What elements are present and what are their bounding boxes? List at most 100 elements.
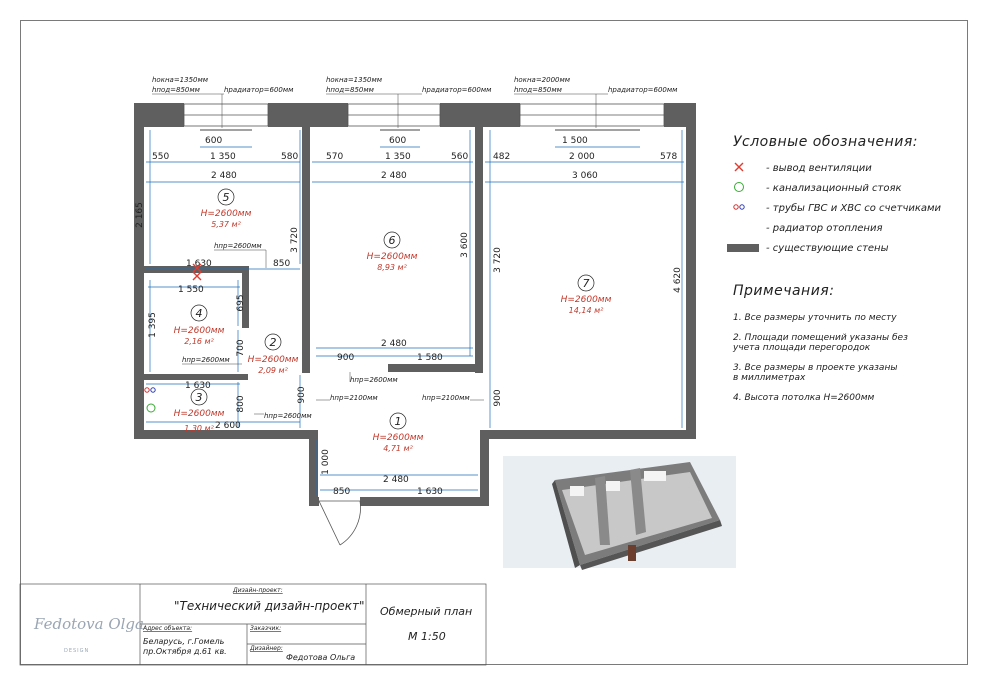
logo: Fedotova Olga DESIGN [33,615,144,654]
svg-text:пр.Октября д.61 кв.: пр.Октября д.61 кв. [143,647,227,656]
svg-text:hпр=2600мм: hпр=2600мм [182,356,230,364]
svg-text:Федотова Ольга: Федотова Ольга [286,653,355,662]
svg-text:580: 580 [281,152,298,162]
svg-text:hпр=2600мм: hпр=2600мм [264,412,312,420]
svg-text:6: 6 [389,234,396,247]
svg-text:М 1:50: М 1:50 [408,630,446,643]
svg-text:1 500: 1 500 [562,136,588,146]
svg-text:hокна=1350мм: hокна=1350мм [326,76,383,84]
drawing-sheet [20,20,968,665]
svg-text:- канализационный стояк: - канализационный стояк [766,183,902,194]
svg-text:578: 578 [660,152,677,162]
svg-text:"Технический дизайн-проект": "Технический дизайн-проект" [174,599,364,613]
dimension-values: 600 550 1 350 580 2 480 2 165 3 720 1 63… [135,136,683,497]
svg-text:2. Площади помещений указаны б: 2. Площади помещений указаны без [733,333,908,343]
svg-text:900: 900 [493,389,503,406]
room-label-3: 3 H=2600мм 1,30 м² [174,388,225,433]
pipes-icon [733,204,745,210]
svg-text:H=2600мм: H=2600мм [367,252,418,262]
svg-text:560: 560 [451,152,468,162]
wall-icon [727,244,759,252]
notes: Примечания: 1. Все размеры уточнить по м… [732,283,908,403]
svg-text:2 165: 2 165 [135,202,145,228]
svg-text:hрадиатор=600мм: hрадиатор=600мм [608,86,678,94]
svg-text:hрадиатор=600мм: hрадиатор=600мм [224,86,294,94]
svg-text:H=2600мм: H=2600мм [201,209,252,219]
room-label-7: 7 H=2600мм 14,14 м² [561,274,612,315]
svg-text:- радиатор отопления: - радиатор отопления [766,223,882,234]
svg-text:600: 600 [389,136,406,146]
svg-text:2: 2 [270,336,277,349]
svg-text:3 720: 3 720 [493,247,503,273]
svg-text:1 350: 1 350 [385,152,411,162]
existing-walls [134,103,696,506]
legend: Условные обозначения: - вывод вентиляции… [727,134,942,254]
title-block [19,583,487,666]
svg-text:4,71 м²: 4,71 м² [383,444,413,453]
svg-text:Условные обозначения:: Условные обозначения: [733,134,918,150]
room-label-1: 1 H=2600мм 4,71 м² [373,412,424,453]
circle-icon [734,182,744,192]
svg-text:2 600: 2 600 [215,421,241,431]
svg-text:1 550: 1 550 [178,285,204,295]
svg-text:2 480: 2 480 [383,475,409,485]
svg-text:учета площади перегородок: учета площади перегородок [732,343,871,353]
svg-text:hпр=2600мм: hпр=2600мм [214,242,262,250]
svg-text:1 395: 1 395 [148,312,158,338]
svg-text:в миллиметрах: в миллиметрах [733,373,806,383]
svg-text:- трубы ГВС и ХВС со счетчикам: - трубы ГВС и ХВС со счетчиками [766,202,942,214]
svg-text:- существующие стены: - существующие стены [766,243,889,254]
svg-text:3: 3 [196,391,203,404]
door-heights: hпр=2600мм hпр=2600мм hпр=2600мм hпр=260… [182,242,484,420]
svg-text:hпр=2600мм: hпр=2600мм [350,376,398,384]
svg-text:Беларусь, г.Гомель: Беларусь, г.Гомель [143,637,225,646]
svg-text:Примечания:: Примечания: [733,283,834,299]
svg-text:7: 7 [583,277,590,290]
svg-text:hпод=850мм: hпод=850мм [152,86,201,94]
entrance-door [318,500,361,546]
ventilation-marker [192,263,202,281]
svg-text:Дизайнер:: Дизайнер: [249,645,283,652]
svg-text:695: 695 [236,294,246,311]
svg-text:850: 850 [273,259,290,269]
svg-text:1 630: 1 630 [417,487,443,497]
svg-text:1,30 м²: 1,30 м² [184,424,214,433]
svg-text:hпод=850мм: hпод=850мм [514,86,563,94]
svg-text:H=2600мм: H=2600мм [174,326,225,336]
svg-text:Fedotova Olga: Fedotova Olga [33,615,144,633]
window-label-1: hокна=1350мм hпод=850мм hрадиатор=600мм [152,76,294,128]
svg-text:H=2600мм: H=2600мм [373,433,424,443]
svg-text:482: 482 [493,152,510,162]
window-label-2: hокна=1350мм hпод=850мм hрадиатор=600мм [326,76,492,128]
svg-text:2 480: 2 480 [211,171,237,181]
svg-text:2 480: 2 480 [381,171,407,181]
svg-text:14,14 м²: 14,14 м² [569,306,604,315]
svg-text:hрадиатор=600мм: hрадиатор=600мм [422,86,492,94]
svg-text:hокна=1350мм: hокна=1350мм [152,76,209,84]
svg-text:5,37 м²: 5,37 м² [211,220,241,229]
title-block-text: Дизайн-проект: "Технический дизайн-проек… [142,587,472,662]
svg-text:3 060: 3 060 [572,171,598,181]
pipe-markers [144,387,156,413]
svg-text:hпод=850мм: hпод=850мм [326,86,375,94]
svg-text:Дизайн-проект:: Дизайн-проект: [232,587,283,594]
room-label-2: 2 H=2600мм 2,09 м² [248,333,299,375]
svg-text:3. Все размеры в проекте указа: 3. Все размеры в проекте указаны [733,363,897,373]
svg-text:600: 600 [205,136,222,146]
svg-text:850: 850 [333,487,350,497]
svg-text:1 350: 1 350 [210,152,236,162]
svg-text:4: 4 [196,307,203,320]
svg-text:700: 700 [236,339,246,356]
svg-text:H=2600мм: H=2600мм [561,295,612,305]
svg-text:2,09 м²: 2,09 м² [258,366,288,375]
svg-text:8,93 м²: 8,93 м² [377,263,407,272]
svg-text:1: 1 [395,415,402,428]
cross-icon [734,162,744,172]
svg-text:H=2600мм: H=2600мм [174,409,225,419]
svg-text:5: 5 [223,191,230,204]
svg-text:1. Все размеры уточнить по мес: 1. Все размеры уточнить по месту [733,313,897,323]
svg-text:550: 550 [152,152,169,162]
window-frames [183,103,665,127]
svg-text:1 580: 1 580 [417,353,443,363]
